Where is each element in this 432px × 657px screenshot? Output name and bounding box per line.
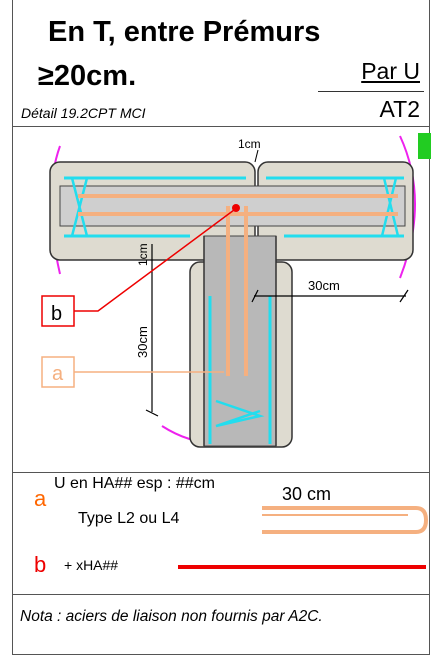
legend-b-text: + xHA## bbox=[64, 557, 119, 573]
unit-label: Par U bbox=[361, 58, 420, 84]
wall-core bbox=[59, 185, 406, 227]
nota-text: Nota : aciers de liaison non fournis par… bbox=[20, 608, 323, 625]
joint-tick bbox=[254, 149, 259, 163]
dim-right-label: 30cm bbox=[308, 278, 340, 293]
legend-a-u-bar-symbol bbox=[262, 506, 429, 534]
u-bar-outer bbox=[262, 506, 429, 534]
dim-right-tick-right bbox=[399, 289, 409, 303]
green-marker bbox=[418, 133, 431, 159]
dim-right-tick-left bbox=[251, 289, 259, 303]
legend-a-line1: U en HA## esp : ##cm bbox=[54, 475, 215, 492]
legend-a-letter: a bbox=[34, 486, 47, 511]
joint-label: 1cm bbox=[238, 137, 261, 151]
detail-reference: Détail 19.2CPT MCI bbox=[21, 105, 146, 121]
title-line-1: En T, entre Prémurs bbox=[48, 16, 321, 48]
title-line-2: ≥20cm. bbox=[38, 60, 137, 92]
orange-horizontal-bars bbox=[78, 194, 398, 216]
legend-a-dimension: 30 cm bbox=[282, 484, 332, 504]
right-cut-arc bbox=[399, 135, 416, 279]
callout-a-letter: a bbox=[52, 363, 64, 385]
orange-vertical-bars bbox=[226, 206, 248, 376]
t-junction-diagram: 1cm 30cm 1cm 30cm b a bbox=[41, 135, 416, 448]
stem-core bbox=[203, 235, 277, 447]
header-divider bbox=[12, 126, 430, 127]
callout-b-letter: b bbox=[51, 303, 62, 325]
cyan-lattice-right bbox=[380, 177, 400, 238]
detail-code: AT2 bbox=[379, 96, 420, 122]
cyan-stem-lattice bbox=[215, 399, 265, 428]
cyan-lattice-left bbox=[70, 177, 89, 238]
diagram-divider bbox=[12, 472, 430, 473]
code-separator-line bbox=[318, 91, 424, 92]
callout-b-leader bbox=[74, 209, 235, 312]
dim-vertical-left-label: 30cm bbox=[135, 326, 150, 358]
callout-a-box bbox=[41, 356, 75, 388]
legend-divider bbox=[12, 594, 430, 595]
legend-a-line2: Type L2 ou L4 bbox=[78, 510, 180, 527]
dim-vertical-top-label: 1cm bbox=[136, 243, 150, 266]
legend-b-red-bar-symbol bbox=[178, 565, 426, 569]
legend-b-letter: b bbox=[34, 552, 47, 577]
dim-left-tick bbox=[145, 409, 159, 417]
